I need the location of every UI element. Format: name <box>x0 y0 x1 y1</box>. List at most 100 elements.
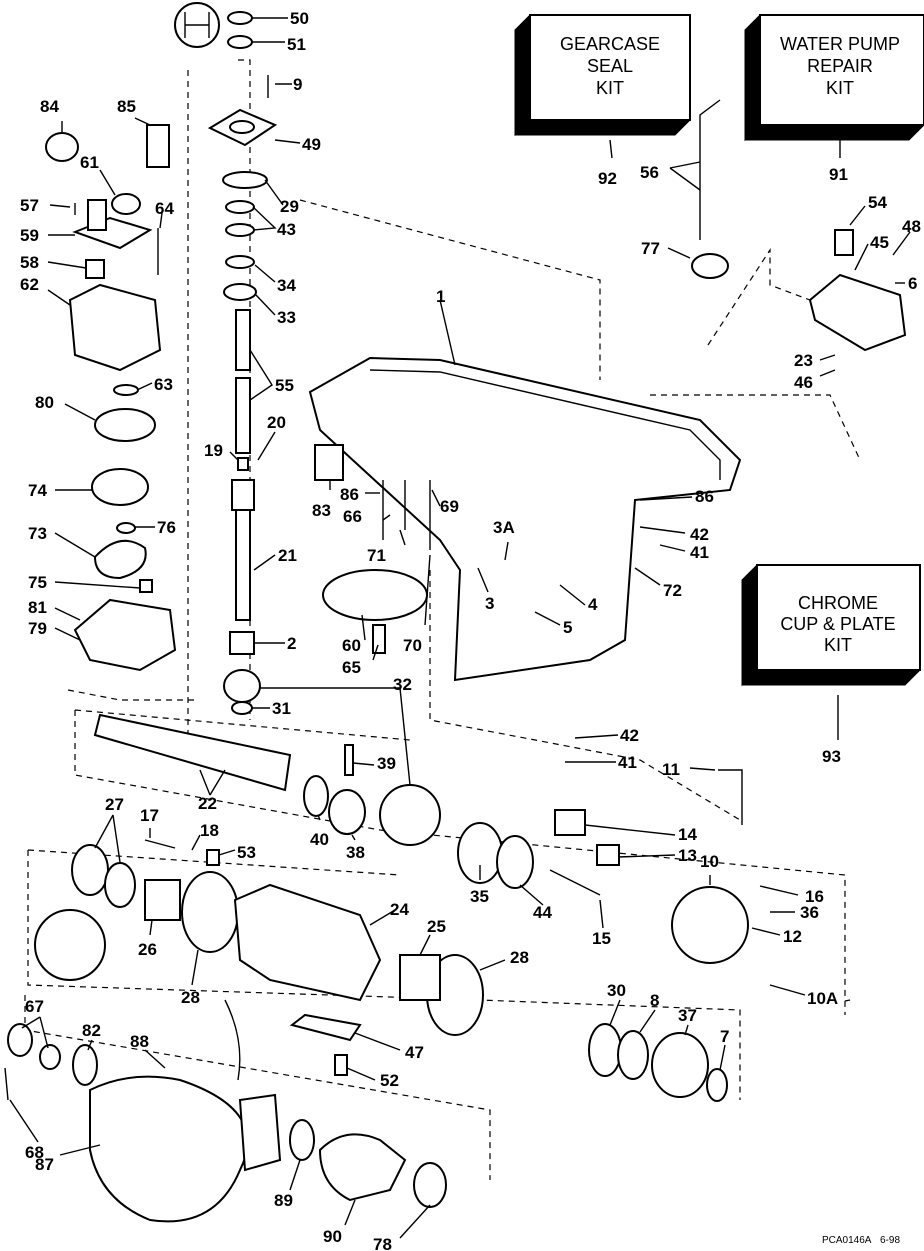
gearcase-seal-kit-box: GEARCASE SEAL KIT <box>514 14 692 137</box>
label-14: 14 <box>678 825 697 844</box>
label-74: 74 <box>28 481 47 500</box>
label-60: 60 <box>342 636 361 655</box>
water-pump-kit-line2: REPAIR <box>807 56 873 76</box>
label-54: 54 <box>868 193 887 212</box>
gearcase-kit-line2: SEAL <box>587 56 633 76</box>
label-22: 22 <box>198 794 217 813</box>
parts <box>4 2 907 1223</box>
chrome-kit-line3: KIT <box>824 635 852 655</box>
label-52: 52 <box>380 1071 399 1090</box>
label-86-left: 86 <box>340 485 359 504</box>
label-73: 73 <box>28 524 47 543</box>
label-93: 93 <box>822 747 841 766</box>
label-19: 19 <box>204 441 223 460</box>
label-13: 13 <box>678 846 697 865</box>
label-28-right: 28 <box>510 948 529 967</box>
label-76: 76 <box>157 518 176 537</box>
label-42-upper: 42 <box>690 525 709 544</box>
label-38: 38 <box>346 843 365 862</box>
label-50: 50 <box>290 9 309 28</box>
leader-lines <box>9 17 911 1239</box>
label-62: 62 <box>20 275 39 294</box>
label-56: 56 <box>640 163 659 182</box>
label-69: 69 <box>440 497 459 516</box>
label-84: 84 <box>40 97 59 116</box>
label-91: 91 <box>829 165 848 184</box>
label-21: 21 <box>278 546 297 565</box>
label-53: 53 <box>237 843 256 862</box>
label-80: 80 <box>35 393 54 412</box>
label-6: 6 <box>908 274 917 293</box>
label-39: 39 <box>377 754 396 773</box>
label-10: 10 <box>700 852 719 871</box>
label-79: 79 <box>28 619 47 638</box>
label-61: 61 <box>80 153 99 172</box>
label-44: 44 <box>533 903 552 922</box>
water-pump-kit-line3: KIT <box>826 78 854 98</box>
label-41-lower: 41 <box>618 753 637 772</box>
label-66: 66 <box>343 507 362 526</box>
label-48: 48 <box>902 217 921 236</box>
label-1: 1 <box>436 287 445 306</box>
label-68: 68 <box>25 1143 44 1162</box>
label-57: 57 <box>20 196 39 215</box>
label-75: 75 <box>28 573 47 592</box>
label-89: 89 <box>274 1191 293 1210</box>
label-17: 17 <box>140 806 159 825</box>
chrome-kit-line1: CHROME <box>798 593 878 613</box>
label-18: 18 <box>200 821 219 840</box>
label-25: 25 <box>427 917 446 936</box>
label-87: 87 <box>35 1155 54 1174</box>
label-9: 9 <box>293 75 302 94</box>
label-72: 72 <box>663 581 682 600</box>
label-3: 3 <box>485 594 494 613</box>
gearcase-kit-line3: KIT <box>596 78 624 98</box>
label-41-upper: 41 <box>690 543 709 562</box>
label-27: 27 <box>105 795 124 814</box>
label-78: 78 <box>373 1235 392 1251</box>
label-40: 40 <box>310 830 329 849</box>
label-8: 8 <box>650 991 659 1010</box>
label-32: 32 <box>393 675 412 694</box>
label-43: 43 <box>277 220 296 239</box>
label-81: 81 <box>28 598 47 617</box>
label-16: 16 <box>805 887 824 906</box>
label-64: 64 <box>155 199 174 218</box>
label-15: 15 <box>592 929 611 948</box>
label-92: 92 <box>598 169 617 188</box>
label-20: 20 <box>267 413 286 432</box>
label-36: 36 <box>800 903 819 922</box>
label-70: 70 <box>403 636 422 655</box>
label-58: 58 <box>20 253 39 272</box>
label-2: 2 <box>287 634 296 653</box>
label-11: 11 <box>662 760 680 779</box>
label-30: 30 <box>607 981 626 1000</box>
label-10a: 10A <box>807 989 838 1008</box>
label-46: 46 <box>794 373 813 392</box>
label-24: 24 <box>390 900 409 919</box>
label-28-left: 28 <box>181 988 200 1007</box>
label-29: 29 <box>280 197 299 216</box>
chrome-kit-line2: CUP & PLATE <box>780 614 895 634</box>
part-labels: 50 51 9 49 29 43 34 33 55 20 19 21 2 31 … <box>20 9 921 1251</box>
chrome-cup-kit-box: CHROME CUP & PLATE KIT <box>741 564 922 687</box>
label-86-right: 86 <box>695 487 714 506</box>
label-3a: 3A <box>493 518 515 537</box>
footer-date: 6-98 <box>880 1235 900 1246</box>
label-5: 5 <box>563 618 572 637</box>
label-51: 51 <box>287 35 306 54</box>
label-35: 35 <box>470 887 489 906</box>
label-4: 4 <box>588 595 598 614</box>
label-47: 47 <box>405 1043 424 1062</box>
label-23: 23 <box>794 351 813 370</box>
label-85: 85 <box>117 97 136 116</box>
label-90: 90 <box>323 1227 342 1246</box>
label-42-lower: 42 <box>620 726 639 745</box>
label-55: 55 <box>275 376 294 395</box>
gearcase-kit-line1: GEARCASE <box>560 34 660 54</box>
label-77: 77 <box>641 239 660 258</box>
label-65: 65 <box>342 658 361 677</box>
footer-code: PCA0146A <box>822 1235 872 1246</box>
label-31: 31 <box>272 699 291 718</box>
